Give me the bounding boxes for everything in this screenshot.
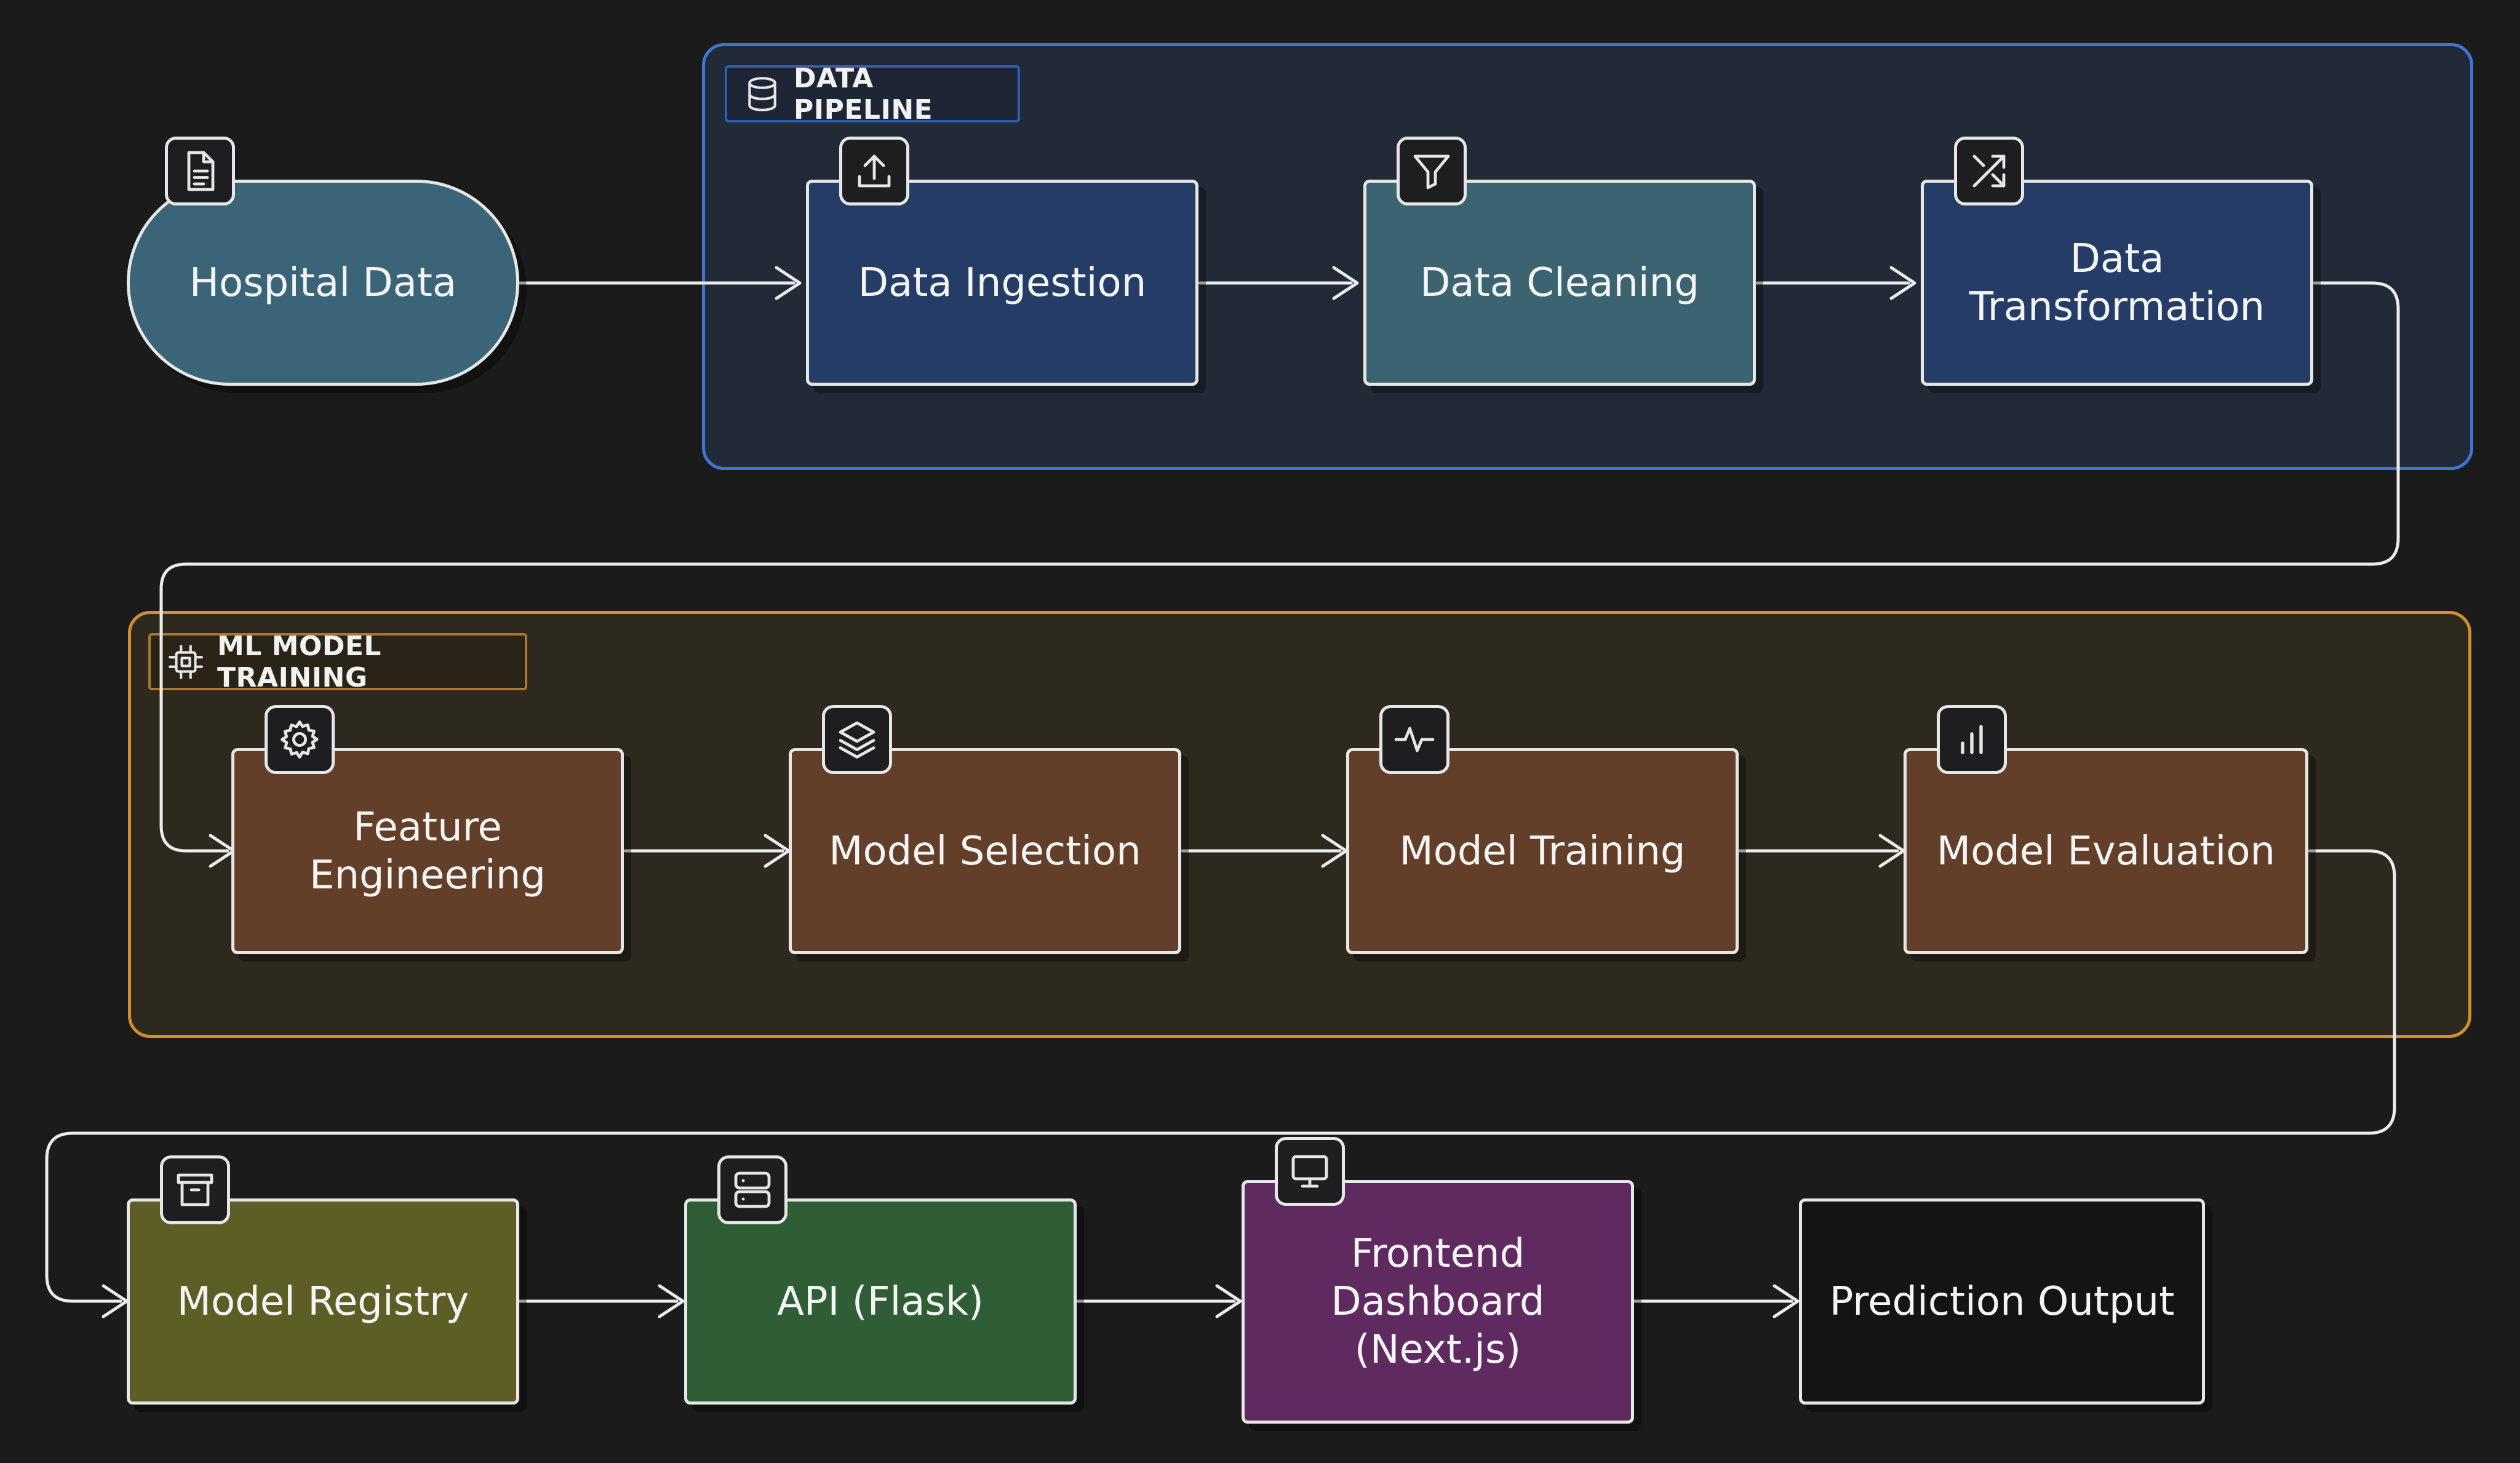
model-selection-label: Model Selection	[829, 828, 1141, 874]
model-registry-node[interactable]: Model Registry	[127, 1198, 519, 1405]
model-evaluation-node[interactable]: Model Evaluation	[1904, 748, 2308, 954]
arrow-registry-to-api	[517, 1284, 685, 1318]
layers-icon	[839, 721, 875, 759]
model-evaluation-icon-badge	[1937, 705, 2007, 774]
hospital-data-node[interactable]: Hospital Data	[127, 180, 519, 386]
data-cleaning-icon-badge	[1397, 137, 1467, 205]
document-icon	[187, 151, 215, 191]
hospital-data-label: Hospital Data	[189, 260, 457, 306]
model-training-icon-badge	[1379, 705, 1449, 774]
api-flask-node[interactable]: API (Flask)	[684, 1198, 1077, 1405]
frontend-dashboard-label: Frontend Dashboard (Next.js)	[1331, 1231, 1545, 1373]
frontend-dashboard-node[interactable]: Frontend Dashboard (Next.js)	[1242, 1180, 1634, 1424]
model-evaluation-label: Model Evaluation	[1936, 828, 2276, 874]
upload-icon	[858, 154, 891, 188]
api-flask-icon-badge	[717, 1155, 788, 1224]
data-ingestion-icon-badge	[839, 137, 909, 205]
data-transformation-icon-badge	[1954, 137, 2024, 205]
prediction-output-label: Prediction Output	[1829, 1278, 2175, 1325]
feature-engineering-node[interactable]: Feature Engineering	[231, 748, 624, 954]
data-cleaning-label: Data Cleaning	[1420, 260, 1699, 306]
data-transformation-label: Data Transformation	[1969, 236, 2265, 330]
bar-chart-icon	[1961, 725, 1983, 754]
arrow-hospital-to-ingestion	[518, 266, 802, 300]
data-pipeline-label: DATA PIPELINE	[725, 63, 1020, 126]
gear-icon	[281, 720, 319, 759]
arrow-api-to-frontend	[1074, 1284, 1242, 1318]
prediction-output-node[interactable]: Prediction Output	[1799, 1198, 2205, 1405]
model-training-label: Model Training	[1399, 828, 1686, 874]
activity-icon	[1394, 727, 1435, 752]
model-selection-icon-badge	[822, 705, 892, 774]
cpu-chip-icon	[169, 644, 203, 679]
data-cleaning-node[interactable]: Data Cleaning	[1363, 180, 1756, 386]
data-ingestion-label: Data Ingestion	[858, 260, 1147, 306]
arrow-ingestion-to-cleaning	[1198, 266, 1359, 300]
arrow-feature-to-selection	[623, 834, 791, 868]
model-training-node[interactable]: Model Training	[1346, 748, 1739, 954]
feature-engineering-icon-badge	[265, 705, 335, 774]
ml-model-training-title: ML MODEL TRAINING	[217, 630, 381, 693]
frontend-dashboard-icon-badge	[1275, 1137, 1345, 1206]
model-selection-node[interactable]: Model Selection	[789, 748, 1181, 954]
api-flask-label: API (Flask)	[777, 1278, 984, 1325]
archive-icon	[177, 1173, 213, 1206]
ml-model-training-label: ML MODEL TRAINING	[148, 630, 527, 693]
data-transformation-node[interactable]: Data Transformation	[1921, 180, 2313, 386]
feature-engineering-label: Feature Engineering	[309, 804, 546, 898]
server-icon	[734, 1171, 771, 1208]
data-ingestion-node[interactable]: Data Ingestion	[806, 180, 1198, 386]
arrow-frontend-to-prediction	[1632, 1284, 1800, 1318]
hospital-data-icon-badge	[165, 137, 235, 205]
database-icon	[748, 76, 776, 111]
arrow-training-to-evaluation	[1738, 834, 1905, 868]
filter-icon	[1413, 154, 1450, 189]
data-pipeline-title: DATA PIPELINE	[794, 62, 933, 126]
monitor-icon	[1291, 1155, 1328, 1188]
arrow-selection-to-training	[1181, 834, 1348, 868]
model-registry-icon-badge	[160, 1155, 230, 1224]
shuffle-icon	[1972, 154, 2006, 188]
arrow-cleaning-to-transformation	[1755, 266, 1916, 300]
model-registry-label: Model Registry	[177, 1278, 469, 1325]
